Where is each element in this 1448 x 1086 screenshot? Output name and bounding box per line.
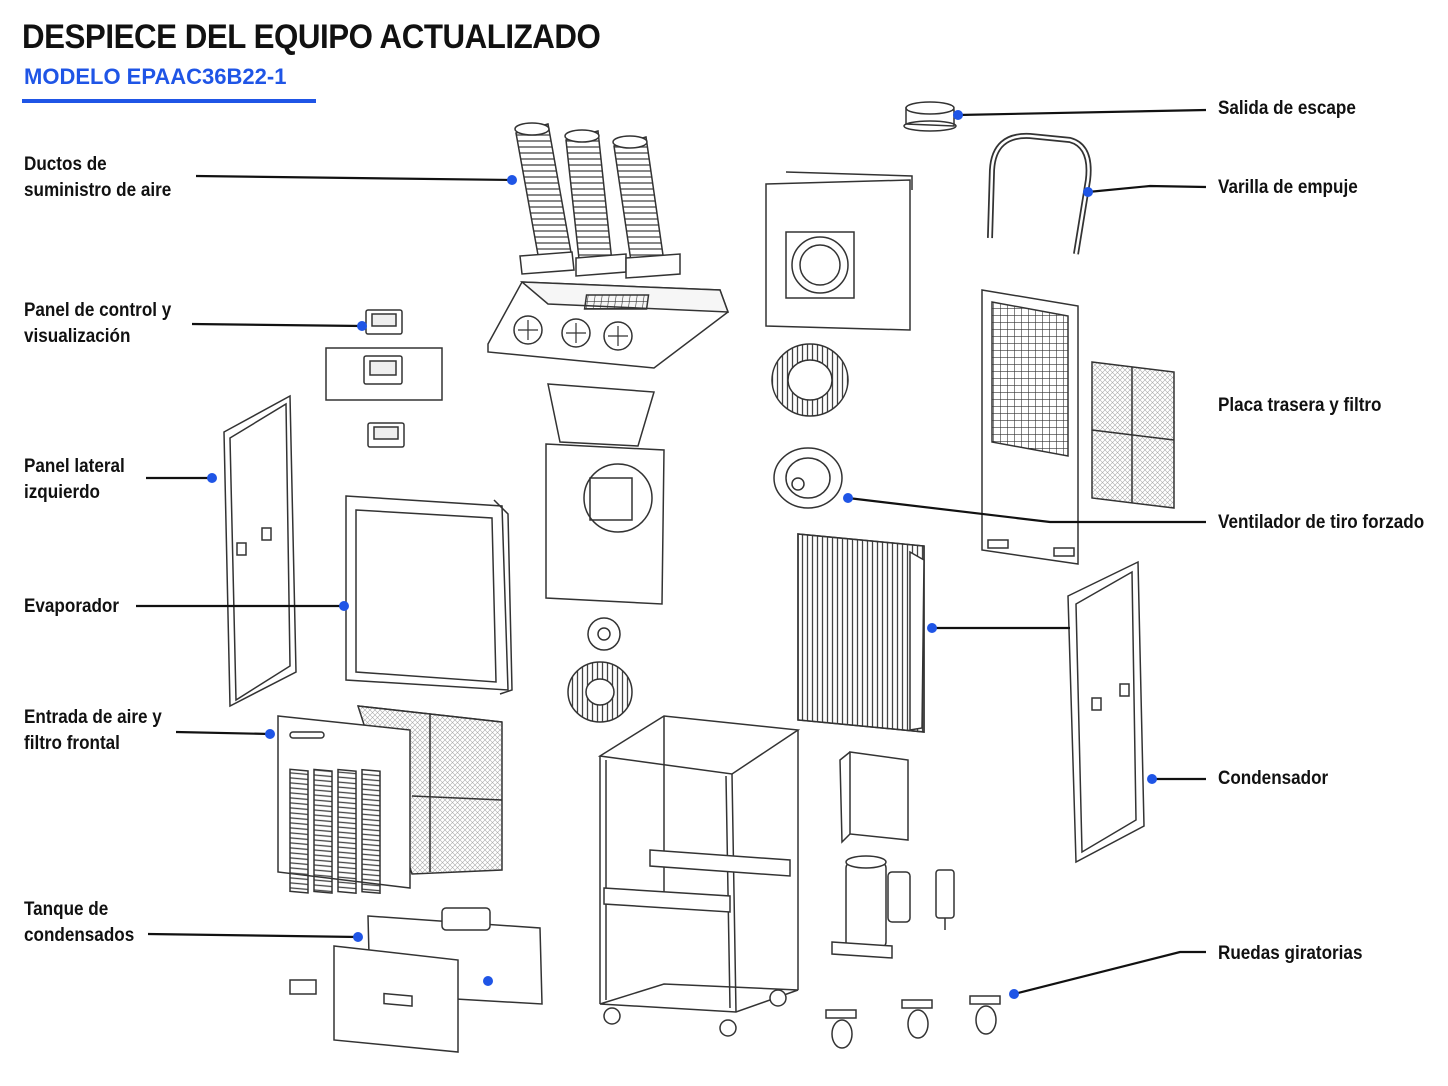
label-ductos: Ductos de suministro de aire	[24, 154, 172, 201]
label-entrada-aire: Entrada de aire y filtro frontal	[24, 707, 162, 754]
condensate-tank-part	[289, 907, 543, 1053]
right-side-panel-part	[1067, 560, 1145, 864]
label-tanque: Tanque de condensados	[24, 899, 135, 946]
back-plate-part	[981, 289, 1079, 565]
compressor-part	[831, 855, 955, 959]
leader-salida	[957, 108, 1207, 117]
blower-wheel-part	[771, 343, 849, 417]
label-panel-lateral: Panel lateral izquierdo	[24, 456, 125, 503]
page-title: DESPIECE DEL EQUIPO ACTUALIZADO	[22, 18, 601, 56]
subtitle-underline	[22, 99, 316, 103]
left-side-panel-part	[223, 394, 297, 708]
push-bar-part	[987, 132, 1092, 255]
label-panel-control: Panel de control y visualización	[24, 300, 172, 347]
evaporator-part	[345, 495, 513, 695]
model-subtitle: MODELO EPAAC36B22-1	[24, 64, 287, 89]
exhaust-outlet-part	[903, 101, 957, 132]
label-salida-escape: Salida de escape	[1218, 98, 1356, 119]
casters-part	[825, 995, 1001, 1049]
leader-ventilador	[847, 496, 1206, 524]
label-ruedas: Ruedas giratorias	[1218, 943, 1363, 964]
electrical-box-part	[839, 751, 909, 844]
condenser-coil-part	[797, 533, 925, 733]
leader-tanque	[147, 932, 359, 939]
rear-frame-part	[765, 171, 913, 331]
front-grille-part	[277, 705, 503, 895]
label-varilla: Varilla de empuje	[1218, 177, 1358, 198]
control-panel-part	[325, 309, 443, 448]
leader-entrada-aire	[175, 730, 271, 736]
supply-ducts-part	[514, 122, 681, 279]
label-evaporador: Evaporador	[24, 596, 120, 617]
leader-ductos	[195, 174, 513, 182]
leader-panel-control	[191, 322, 363, 328]
leader-varilla	[1087, 184, 1207, 194]
small-fan-part	[567, 617, 633, 723]
label-condensador: Condensador	[1218, 768, 1329, 789]
motor-part	[773, 447, 843, 509]
leader-ruedas	[1013, 950, 1206, 996]
top-cover-part	[487, 281, 730, 369]
label-placa-trasera: Placa trasera y filtro	[1218, 395, 1382, 416]
blower-housing-part	[545, 383, 665, 605]
frame-chassis-part	[597, 715, 801, 1037]
back-filter-part	[1091, 361, 1175, 509]
label-ventilador: Ventilador de tiro forzado	[1218, 512, 1425, 533]
